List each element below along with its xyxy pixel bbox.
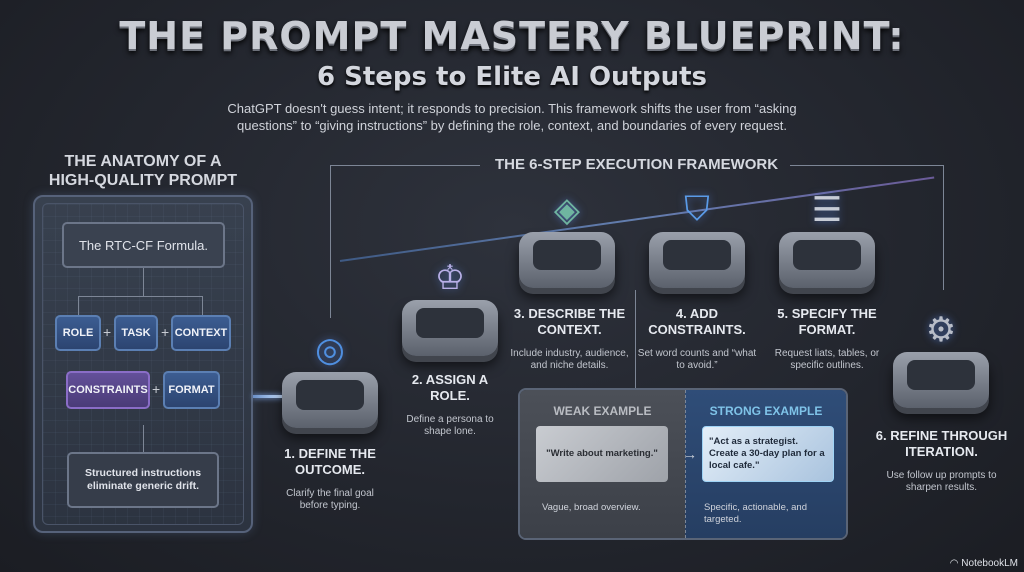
component-context: CONTEXT — [171, 315, 231, 351]
step-3-platform — [519, 232, 615, 288]
weak-example-title: WEAK EXAMPLE — [553, 404, 652, 418]
result-box: Structured instructions eliminate generi… — [67, 452, 219, 508]
step-1-label: 1. DEFINE THE OUTCOME. — [284, 446, 376, 477]
formula-box: The RTC-CF Formula. — [62, 222, 225, 268]
weak-example-desc: Vague, broad overview. — [542, 502, 641, 513]
connector — [78, 296, 202, 297]
step-6-desc: Use follow up prompts to sharpen results… — [886, 470, 997, 493]
anatomy-heading: THE ANATOMY OF A HIGH-QUALITY PROMPT — [33, 152, 253, 190]
framework-bracket-line — [330, 165, 480, 166]
anatomy-heading-line1: THE ANATOMY OF A — [64, 153, 222, 170]
example-connector — [635, 290, 636, 388]
step-5-label: 5. SPECIFY THE FORMAT. — [777, 306, 877, 337]
flow-connector — [253, 395, 283, 398]
strong-example: STRONG EXAMPLE "Act as a strategist. Cre… — [685, 390, 846, 538]
step-5-platform — [779, 232, 875, 288]
component-format: FORMAT — [163, 371, 220, 409]
map-layers-icon: ◈ — [553, 191, 581, 229]
weak-example: WEAK EXAMPLE "Write about marketing." Va… — [520, 390, 697, 538]
plus-sign: + — [152, 381, 161, 397]
step-2: 2. ASSIGN A ROLE. Define a persona to sh… — [395, 372, 505, 438]
step-4-label: 4. ADD CONSTRAINTS. — [648, 306, 746, 337]
step-3: 3. DESCRIBE THE CONTEXT. Include industr… — [507, 306, 632, 372]
weak-example-quote: "Write about marketing." — [536, 426, 668, 482]
component-role: ROLE — [55, 315, 101, 351]
step-3-desc: Include industry, audience, and niche de… — [510, 348, 629, 371]
plus-sign: + — [103, 324, 112, 340]
target-check-icon: ◎ — [315, 331, 345, 369]
step-1: 1. DEFINE THE OUTCOME. Clarify the final… — [265, 446, 395, 512]
step-5-desc: Request liats, tables, or specific outli… — [774, 348, 880, 371]
framework-title: THE 6-STEP EXECUTION FRAMEWORK — [495, 156, 779, 173]
connector — [78, 296, 79, 315]
plus-sign: + — [161, 324, 170, 340]
component-constraints: CONSTRAINTS — [66, 371, 150, 409]
step-6: 6. REFINE THROUGH ITERATION. Use follow … — [864, 428, 1019, 494]
step-5: 5. SPECIFY THE FORMAT. Request liats, ta… — [767, 306, 887, 372]
strong-example-desc: Specific, actionable, and targeted. — [704, 502, 807, 525]
arrow-icon: → — [683, 446, 697, 462]
strong-example-quote: "Act as a strategist. Create a 30-day pl… — [702, 426, 834, 482]
step-4: 4. ADD CONSTRAINTS. Set word counts and … — [637, 306, 757, 372]
example-comparison-panel: WEAK EXAMPLE "Write about marketing." Va… — [518, 388, 848, 540]
notebooklm-brand: ◠ NotebookLM — [949, 558, 1018, 569]
connector — [202, 296, 203, 315]
step-6-platform — [893, 352, 989, 408]
step-2-desc: Define a persona to shape lone. — [406, 414, 494, 437]
step-2-platform — [402, 300, 498, 356]
step-6-label: 6. REFINE THROUGH ITERATION. — [875, 428, 1008, 459]
anatomy-heading-line2: HIGH-QUALITY PROMPT — [48, 172, 238, 189]
step-1-desc: Clarify the final goal before typing. — [286, 488, 374, 511]
intro-description: ChatGPT doesn't guess intent; it respond… — [227, 101, 797, 133]
step-2-label: 2. ASSIGN A ROLE. — [411, 372, 489, 403]
checklist-document-icon: ☰ — [811, 191, 843, 229]
connector — [143, 268, 144, 296]
step-1-platform — [282, 372, 378, 428]
connector — [143, 425, 144, 452]
step-3-label: 3. DESCRIBE THE CONTEXT. — [513, 306, 626, 337]
gear-cycle-icon: ⚙ — [925, 311, 957, 349]
page-subtitle: 6 Steps to Elite AI Outputs — [316, 62, 708, 92]
shield-icon: ⛉ — [684, 190, 710, 228]
step-4-platform — [649, 232, 745, 288]
brand-label: NotebookLM — [961, 558, 1018, 569]
step-4-desc: Set word counts and “what to avoid.” — [637, 348, 757, 371]
page-title: THE PROMPT MASTERY BLUEPRINT: — [119, 14, 905, 58]
framework-bracket-line — [790, 165, 943, 166]
component-task: TASK — [114, 315, 158, 351]
framework-bracket-line — [943, 165, 944, 290]
strong-example-title: STRONG EXAMPLE — [709, 404, 823, 418]
framework-bracket-line — [330, 165, 331, 318]
crowned-persona-icon: ♔ — [434, 259, 466, 297]
